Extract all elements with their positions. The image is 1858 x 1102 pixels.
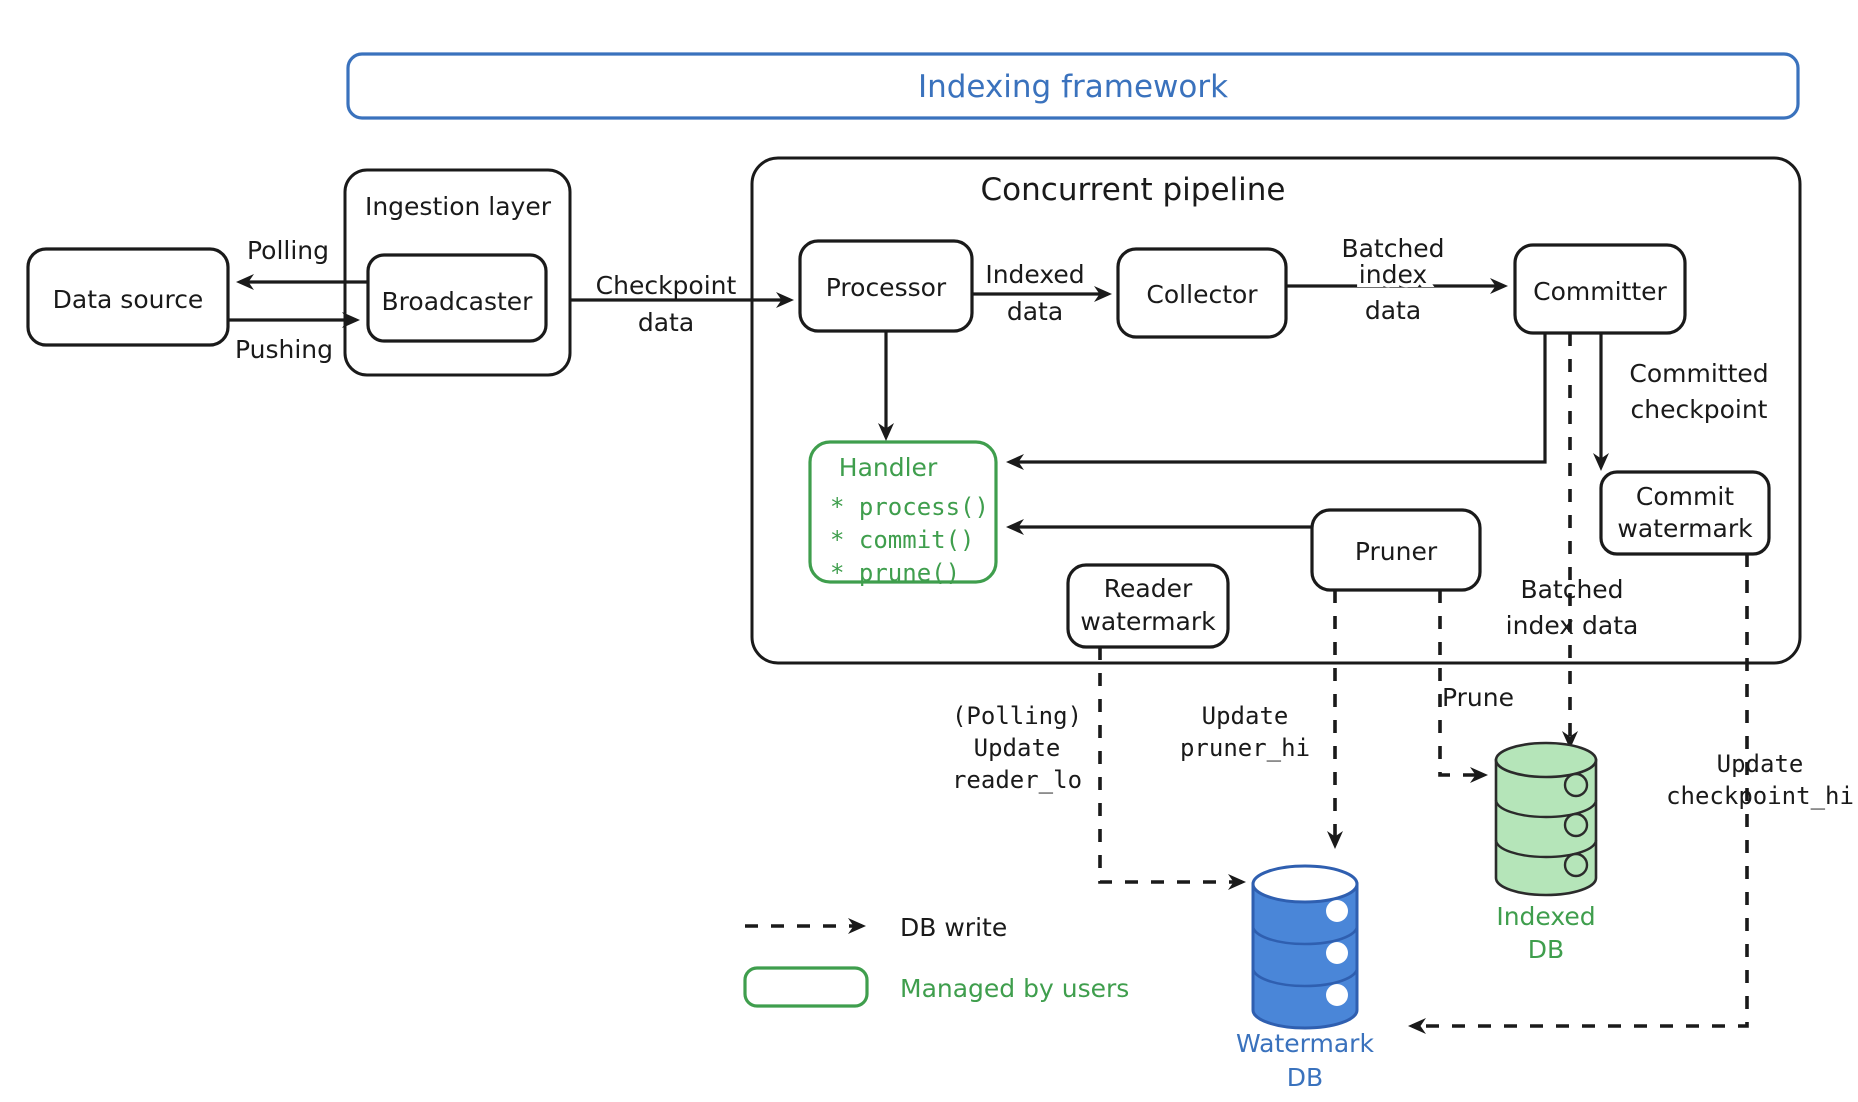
- commit-watermark-write-arrow: [1408, 554, 1749, 1034]
- edge-checkpoint-data: Checkpoint data: [570, 271, 794, 337]
- broadcaster-box[interactable]: [366, 253, 548, 343]
- commit-watermark-label-line1: Commit: [1636, 482, 1734, 511]
- concurrent-pipeline-container: Concurrent pipeline: [750, 156, 1802, 665]
- watermark-db-label-line2: DB: [1287, 1063, 1323, 1092]
- pushing-label: Pushing: [235, 335, 333, 364]
- broadcaster-label: Broadcaster: [382, 287, 534, 316]
- checkpoint-data-label-line2: data: [638, 308, 694, 337]
- polling-update-label-line3: reader_lo: [952, 766, 1082, 794]
- edge-indexed-data: Indexed data: [972, 260, 1112, 326]
- handler-title: Handler: [839, 453, 938, 482]
- update-checkpoint-label-line2: checkpoint_hi: [1666, 782, 1854, 810]
- reader-watermark-box[interactable]: [1066, 563, 1230, 649]
- handler-box[interactable]: [808, 440, 998, 584]
- edge-reader-watermark-write: (Polling) Update reader_lo: [952, 647, 1246, 890]
- update-checkpoint-label-line1: Update: [1717, 750, 1804, 778]
- committed-checkpoint-label-line2: checkpoint: [1631, 395, 1768, 424]
- watermark-db-top: [1251, 864, 1359, 904]
- edge-committer-to-handler: [1006, 333, 1547, 470]
- indexed-db-top: [1494, 741, 1598, 779]
- edge-polling: Polling: [236, 236, 368, 290]
- collector-box[interactable]: [1116, 247, 1288, 339]
- reader-watermark-label-line1: Reader: [1104, 574, 1193, 603]
- legend-db-write-label: DB write: [900, 913, 1007, 942]
- commit-watermark-box[interactable]: [1599, 470, 1771, 556]
- batched-index-low-label-line1: Batched: [1520, 575, 1623, 604]
- indexed-db-label-line1: Indexed: [1496, 902, 1595, 931]
- edge-commit-watermark-write: Update checkpoint_hi: [1408, 554, 1854, 1034]
- pruner-label: Pruner: [1355, 537, 1438, 566]
- committer-label: Committer: [1533, 277, 1667, 306]
- concurrent-pipeline-outline: [750, 156, 1802, 665]
- polling-update-label-line1: (Polling): [952, 702, 1082, 730]
- edge-batched-index-data: Batched index data: [1286, 234, 1508, 325]
- update-pruner-label-line2: pruner_hi: [1180, 734, 1310, 762]
- ingestion-layer-outline: [343, 168, 572, 377]
- batched-index-label-line2: index: [1359, 260, 1427, 289]
- reader-watermark-write-arrow: [1098, 647, 1246, 890]
- committed-checkpoint-label-line1: Committed: [1629, 359, 1768, 388]
- indexed-db-indicator-2: [1563, 812, 1589, 838]
- commit-watermark-label-line2: watermark: [1617, 514, 1753, 543]
- node-reader-watermark[interactable]: Reader watermark: [1066, 563, 1230, 649]
- reader-watermark-label-line2: watermark: [1080, 607, 1216, 636]
- watermark-db-divider-1: [1251, 925, 1359, 946]
- legend: DB write Managed by users: [743, 913, 1129, 1008]
- committer-handler-arrow: [1006, 333, 1547, 470]
- edge-pruner-watermark-write: Update pruner_hi: [1180, 590, 1343, 849]
- node-pruner[interactable]: Pruner: [1310, 508, 1482, 592]
- indexed-db-indicator-1: [1563, 772, 1589, 798]
- legend-managed-label: Managed by users: [900, 974, 1129, 1003]
- indexed-db-label-line2: DB: [1528, 935, 1564, 964]
- data-source-label: Data source: [53, 285, 204, 314]
- indexed-data-label-line2: data: [1007, 297, 1063, 326]
- collector-label: Collector: [1146, 280, 1258, 309]
- watermark-db-divider-2: [1251, 967, 1359, 988]
- watermark-db-indicator-2: [1326, 942, 1348, 964]
- checkpoint-data-label-line1: Checkpoint: [596, 271, 737, 300]
- framework-banner: Indexing framework: [346, 52, 1800, 120]
- ingestion-layer-label: Ingestion layer: [365, 192, 552, 221]
- database-watermark-db[interactable]: Watermark DB: [1236, 864, 1374, 1092]
- indexed-db-divider-2: [1494, 839, 1598, 859]
- node-processor[interactable]: Processor: [798, 239, 974, 333]
- indexed-db-indicator-3: [1563, 852, 1589, 878]
- node-broadcaster[interactable]: Broadcaster: [366, 253, 548, 343]
- node-handler[interactable]: Handler * process() * commit() * prune(): [808, 440, 998, 587]
- handler-method-commit: * commit(): [830, 526, 975, 554]
- update-pruner-label-line1: Update: [1202, 702, 1289, 730]
- batched-index-low-label-line2: index data: [1506, 611, 1639, 640]
- edge-committed-checkpoint: Committed checkpoint: [1593, 333, 1769, 471]
- handler-method-prune: * prune(): [830, 559, 960, 587]
- processor-label: Processor: [826, 273, 947, 302]
- watermark-db-label-line1: Watermark: [1236, 1029, 1374, 1058]
- data-source-box[interactable]: [26, 247, 230, 347]
- node-collector[interactable]: Collector: [1116, 247, 1288, 339]
- handler-method-process: * process(): [830, 493, 989, 521]
- pruner-box[interactable]: [1310, 508, 1482, 592]
- legend-managed-sample: [743, 966, 869, 1008]
- node-committer[interactable]: Committer: [1513, 243, 1687, 335]
- framework-banner-outline: [346, 52, 1800, 120]
- watermark-db-indicator-1: [1326, 900, 1348, 922]
- ingestion-layer-container: Ingestion layer: [343, 168, 572, 377]
- prune-arrow: [1438, 590, 1488, 783]
- edge-prune: Prune: [1438, 590, 1514, 783]
- indexed-data-label-line1: Indexed: [985, 260, 1084, 289]
- indexed-db-divider-1: [1494, 799, 1598, 819]
- polling-label: Polling: [247, 236, 329, 265]
- watermark-db-indicator-3: [1326, 984, 1348, 1006]
- framework-title: Indexing framework: [918, 69, 1228, 105]
- node-data-source[interactable]: Data source: [26, 247, 230, 347]
- concurrent-pipeline-label: Concurrent pipeline: [981, 172, 1286, 208]
- batched-index-label-line1: Batched: [1341, 234, 1444, 263]
- prune-label: Prune: [1442, 683, 1514, 712]
- batched-index-label-line3: data: [1365, 296, 1421, 325]
- node-commit-watermark[interactable]: Commit watermark: [1599, 470, 1771, 556]
- edge-committer-indexed-write: Batched index data: [1506, 333, 1639, 749]
- edge-pushing: Pushing: [228, 312, 360, 364]
- polling-update-label-line2: Update: [974, 734, 1061, 762]
- database-indexed-db[interactable]: Indexed DB: [1494, 741, 1598, 964]
